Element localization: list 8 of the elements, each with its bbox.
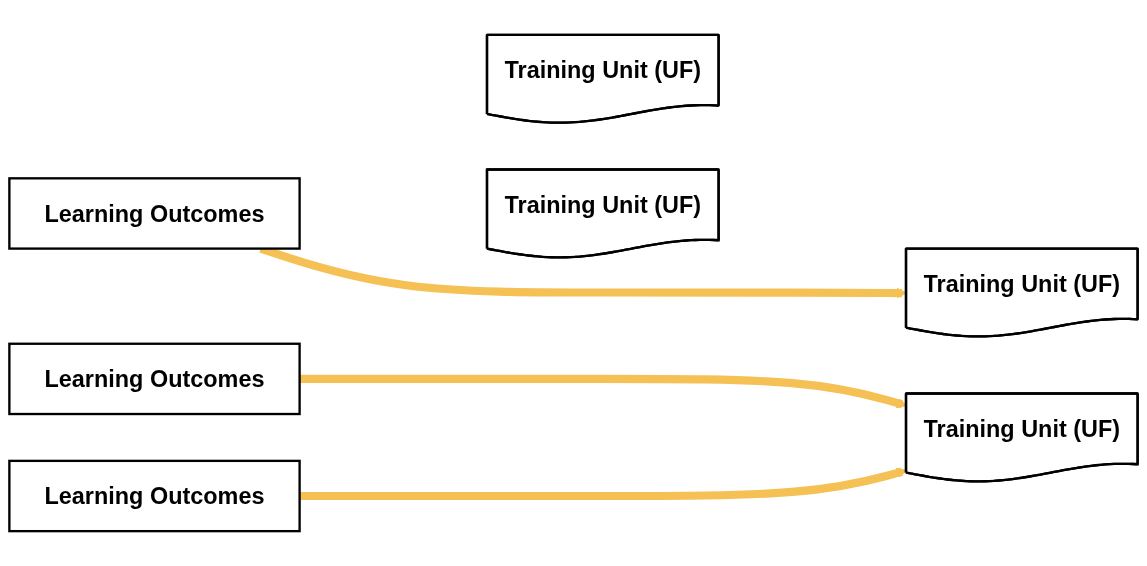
arrow (299, 467, 908, 501)
document-box: Training Unit (UF) (904, 392, 1139, 483)
document-box: Learning Outcomes (8, 459, 301, 533)
document-box: Learning Outcomes (8, 342, 301, 416)
document-box: Learning Outcomes (8, 177, 301, 250)
document-box: Training Unit (UF) (485, 168, 720, 259)
document-box: Training Unit (UF) (485, 33, 720, 124)
document-box: Training Unit (UF) (904, 247, 1139, 338)
